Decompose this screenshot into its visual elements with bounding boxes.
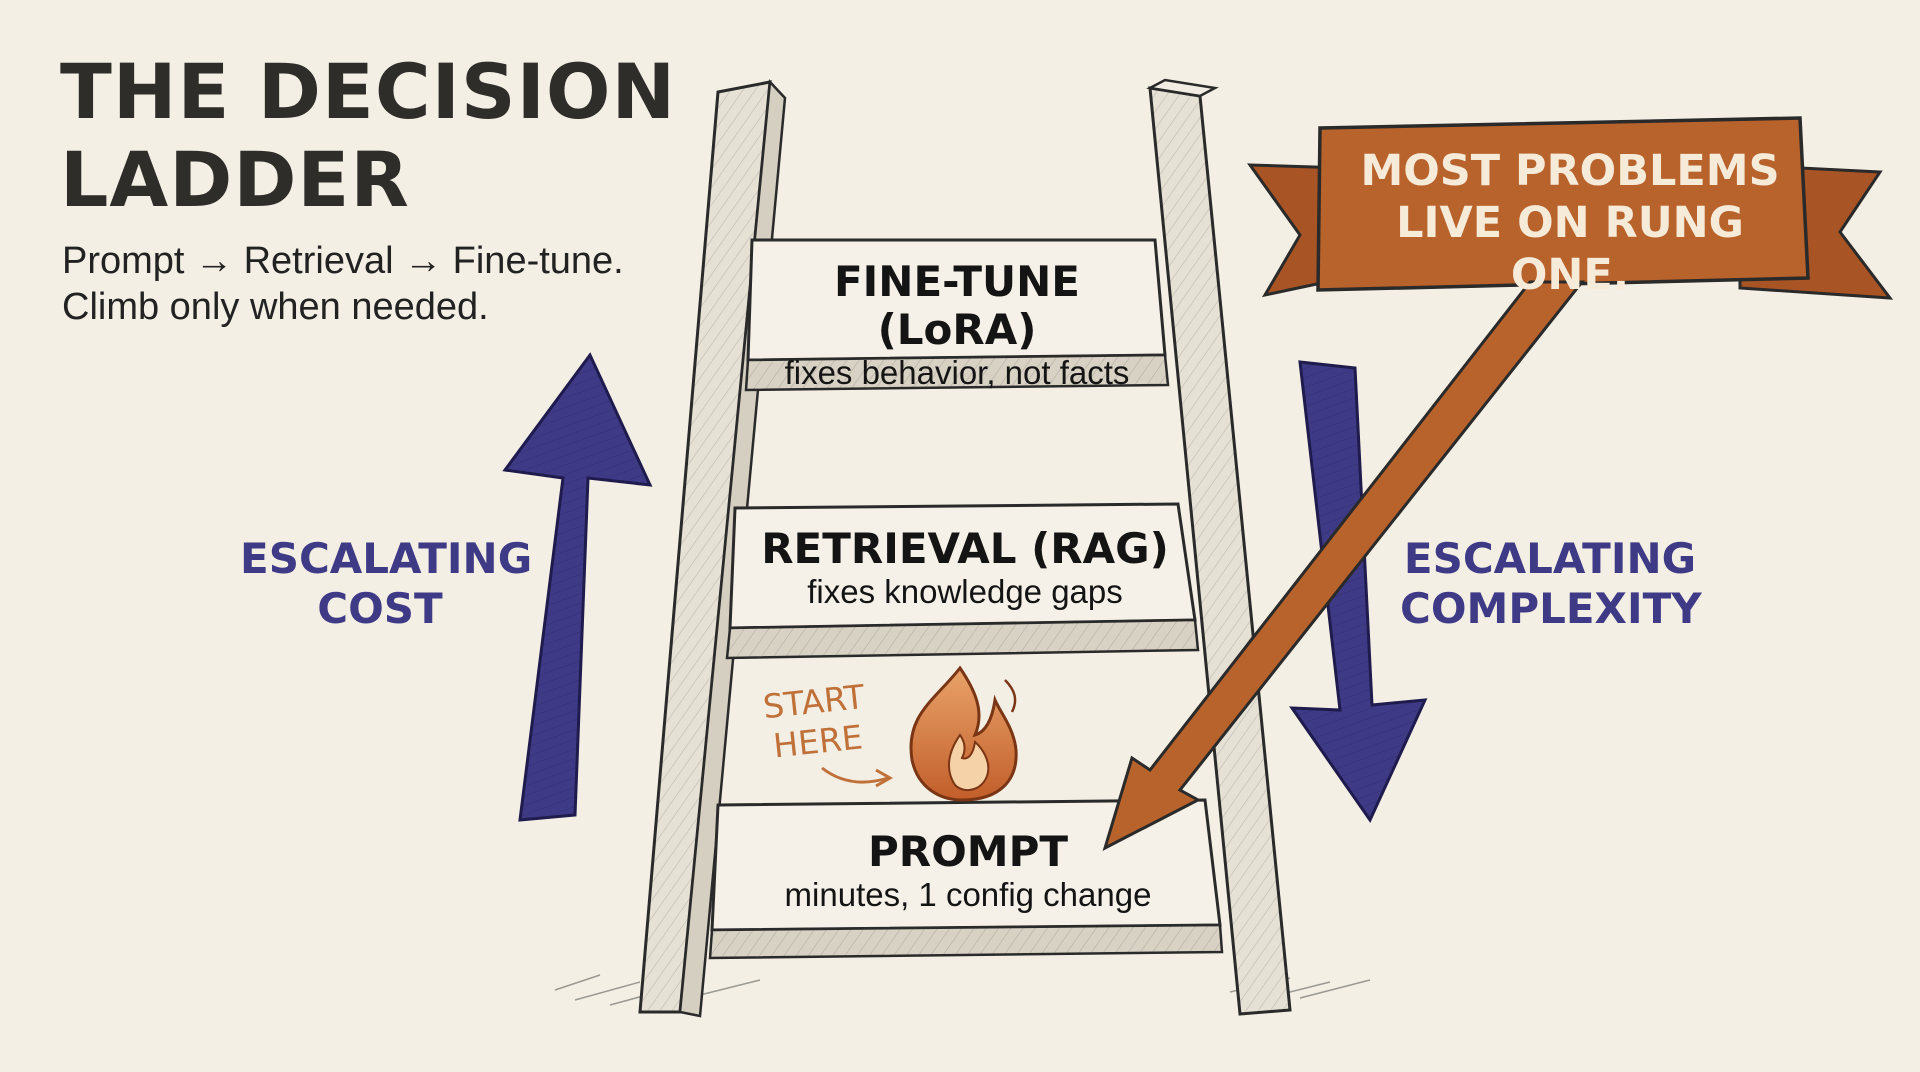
complexity-label-line-2: COMPLEXITY: [1400, 584, 1702, 633]
rung-prompt-desc: minutes, 1 config change: [784, 876, 1152, 913]
cost-label-line-2: COST: [317, 584, 443, 633]
rung-prompt-name: PROMPT: [867, 827, 1069, 876]
rung-bottom: [708, 798, 1224, 960]
complexity-label-line-1: ESCALATING: [1403, 534, 1697, 583]
title-line-2: LADDER: [60, 135, 410, 224]
banner-line-2: LIVE ON RUNG ONE.: [1396, 198, 1744, 300]
down-arrow: [1289, 360, 1428, 824]
rung-retrieval-name: RETRIEVAL (RAG): [761, 524, 1169, 573]
rung-prompt: PROMPT minutes, 1 config change: [718, 828, 1218, 914]
ribbon-banner: [1247, 116, 1894, 300]
page-subtitle: Prompt → Retrieval → Fine-tune. Climb on…: [62, 238, 624, 330]
start-here-arrow: [821, 766, 894, 788]
rung-fine-tune-desc: fixes behavior, not facts: [784, 354, 1130, 391]
banner-line-1: MOST PROBLEMS: [1360, 146, 1780, 196]
start-here-note: START HERE: [761, 677, 871, 767]
rung-fine-tune: FINE-TUNE (LoRA) fixes behavior, not fac…: [752, 258, 1162, 392]
up-arrow: [502, 352, 653, 822]
title-line-1: THE DECISION: [60, 47, 677, 136]
rung-middle: [725, 502, 1200, 660]
subtitle-line-2: Climb only when needed.: [62, 286, 489, 328]
escalating-cost-label: ESCALATING COST: [240, 534, 533, 634]
cost-label-line-1: ESCALATING: [240, 534, 533, 583]
pointer-arrow: [1102, 280, 1586, 851]
flame-icon: [909, 665, 1018, 802]
rung-retrieval-desc: fixes knowledge gaps: [807, 573, 1123, 610]
banner-text: MOST PROBLEMS LIVE ON RUNG ONE.: [1330, 145, 1810, 301]
subtitle-line-1: Prompt → Retrieval → Fine-tune.: [62, 240, 624, 282]
rung-retrieval: RETRIEVAL (RAG) fixes knowledge gaps: [735, 525, 1195, 611]
page-title: THE DECISION LADDER: [60, 48, 676, 224]
rung-top: [744, 238, 1170, 392]
escalating-complexity-label: ESCALATING COMPLEXITY: [1400, 534, 1702, 634]
rung-fine-tune-name: FINE-TUNE (LoRA): [833, 257, 1080, 354]
